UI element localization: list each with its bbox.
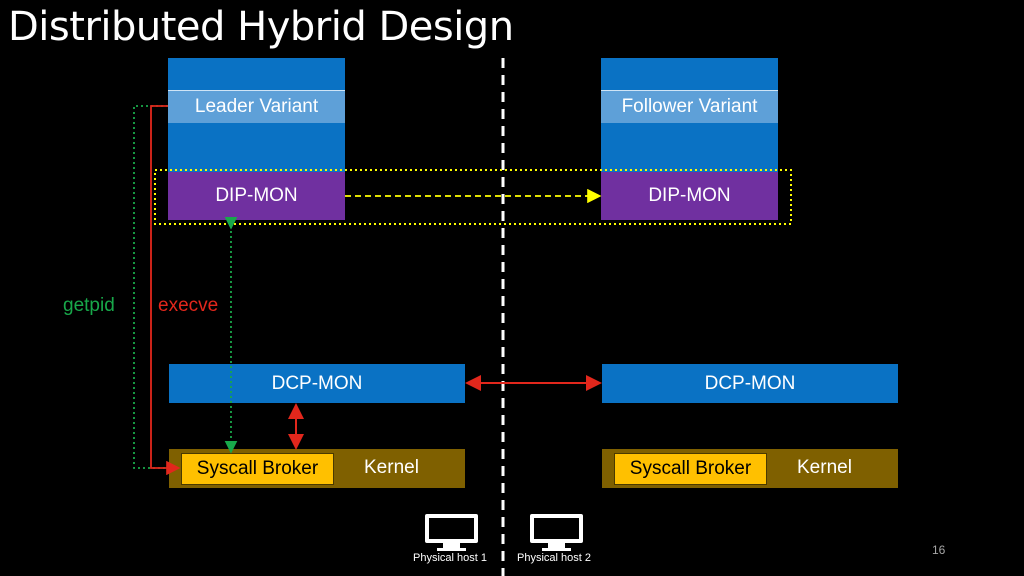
right-kernel-label: Kernel xyxy=(797,457,852,478)
left-kernel-label: Kernel xyxy=(364,457,419,478)
right-syscall-broker: Syscall Broker xyxy=(614,453,767,485)
leader-dipmon-label: DIP-MON xyxy=(215,185,298,206)
leader-variant-block: Leader Variant xyxy=(168,90,345,124)
monitor-icon xyxy=(425,514,478,551)
execve-path xyxy=(150,105,181,476)
leader-dipmon-block: DIP-MON xyxy=(168,172,345,220)
follower-mid-block xyxy=(601,123,778,172)
getpid-path xyxy=(133,105,180,475)
leader-variant-label: Leader Variant xyxy=(194,96,319,117)
slide-number: 16 xyxy=(932,543,946,557)
leader-top-block xyxy=(168,58,345,90)
follower-dipmon-block: DIP-MON xyxy=(601,172,778,220)
follower-top-block xyxy=(601,58,778,90)
monitor-icon xyxy=(530,514,583,551)
right-broker-label: Syscall Broker xyxy=(629,458,752,479)
leader-mid-block xyxy=(168,123,345,172)
left-dcpmon-block: DCP-MON xyxy=(169,364,465,403)
right-dcpmon-label: DCP-MON xyxy=(704,372,796,394)
host-1-label: Physical host 1 xyxy=(413,552,487,564)
left-dcpmon-label: DCP-MON xyxy=(271,372,363,394)
getpid-label: getpid xyxy=(63,295,115,316)
left-syscall-broker: Syscall Broker xyxy=(181,453,334,485)
left-broker-label: Syscall Broker xyxy=(196,458,319,479)
host-2-label: Physical host 2 xyxy=(517,552,591,564)
follower-variant-block: Follower Variant xyxy=(601,90,778,124)
right-dcpmon-block: DCP-MON xyxy=(602,364,898,403)
page-title: Distributed Hybrid Design xyxy=(8,4,514,50)
dipmon-group-box xyxy=(154,169,792,225)
follower-dipmon-label: DIP-MON xyxy=(648,185,731,206)
execve-label: execve xyxy=(158,295,219,316)
follower-variant-label: Follower Variant xyxy=(621,96,758,117)
